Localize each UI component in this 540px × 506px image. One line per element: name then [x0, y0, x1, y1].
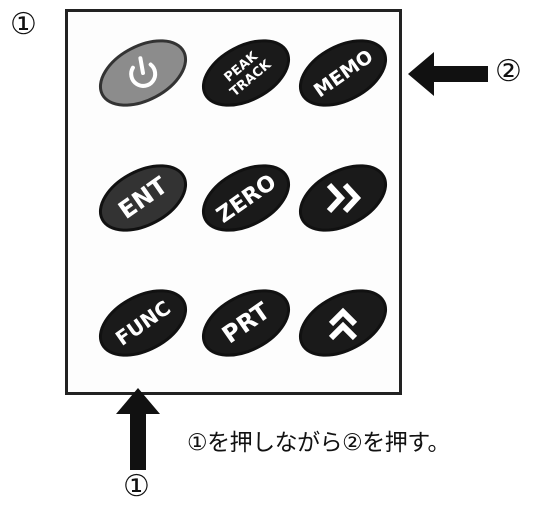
peak-track-button[interactable]: PEAK TRACK — [196, 39, 296, 107]
ent-button[interactable]: ENT — [93, 164, 193, 232]
double-chevron-up-icon — [328, 307, 358, 341]
keypad-panel: PEAK TRACK MEMO ENT ZERO — [65, 9, 402, 395]
marker-1-top: ① — [10, 7, 37, 42]
zero-button[interactable]: ZERO — [196, 164, 296, 232]
marker-2: ② — [495, 54, 522, 89]
power-icon — [129, 56, 158, 88]
double-chevron-right-icon — [326, 182, 362, 214]
forward-button[interactable] — [293, 164, 393, 232]
memo-button[interactable]: MEMO — [293, 39, 393, 107]
up-arrow-icon — [116, 388, 160, 470]
instruction-caption: ①を押しながら②を押す。 — [187, 430, 450, 456]
power-button[interactable] — [93, 39, 193, 107]
func-button[interactable]: FUNC — [93, 289, 193, 357]
marker-1-bottom: ① — [123, 469, 150, 504]
left-arrow-icon — [408, 52, 488, 96]
prt-button[interactable]: PRT — [196, 289, 296, 357]
up-button[interactable] — [293, 289, 393, 357]
